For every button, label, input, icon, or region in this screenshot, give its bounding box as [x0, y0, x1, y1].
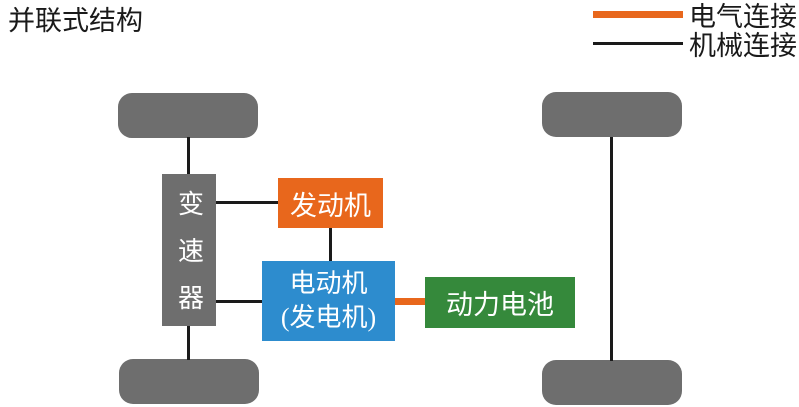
motor-label-line2: (发电机)	[280, 303, 377, 332]
wheel-front-left	[118, 93, 258, 138]
link-motor-battery-electrical	[395, 298, 425, 305]
legend: 电气连接 机械连接	[593, 0, 799, 61]
legend-mechanical-label: 机械连接	[689, 31, 797, 61]
battery-label: 动力电池	[446, 290, 554, 320]
engine-box: 发动机	[278, 178, 383, 228]
engine-label: 发动机	[290, 190, 371, 221]
link-frontleftwheel-transmission	[187, 137, 190, 175]
wheel-rear-right	[542, 360, 682, 405]
transmission-box: 变速器	[162, 174, 216, 331]
electrical-line-swatch	[593, 11, 683, 18]
legend-electrical-label: 电气连接	[689, 2, 797, 32]
wheel-rear-left	[119, 359, 259, 404]
link-transmission-motor	[216, 300, 262, 303]
wheel-front-right	[542, 92, 682, 137]
legend-row-electrical: 电气连接	[593, 0, 799, 32]
link-right-axle	[610, 137, 613, 361]
motor-label-line1: 电动机	[289, 269, 368, 298]
legend-row-mechanical: 机械连接	[593, 29, 799, 61]
link-transmission-rearleftwheel	[187, 326, 190, 360]
motor-generator-box: 电动机 (发电机)	[262, 261, 395, 341]
link-engine-motor	[329, 228, 332, 261]
transmission-label: 变速器	[174, 189, 204, 331]
link-transmission-engine	[216, 201, 278, 204]
battery-box: 动力电池	[425, 277, 575, 328]
page-title: 并联式结构	[8, 6, 143, 36]
mechanical-line-swatch	[593, 42, 683, 45]
